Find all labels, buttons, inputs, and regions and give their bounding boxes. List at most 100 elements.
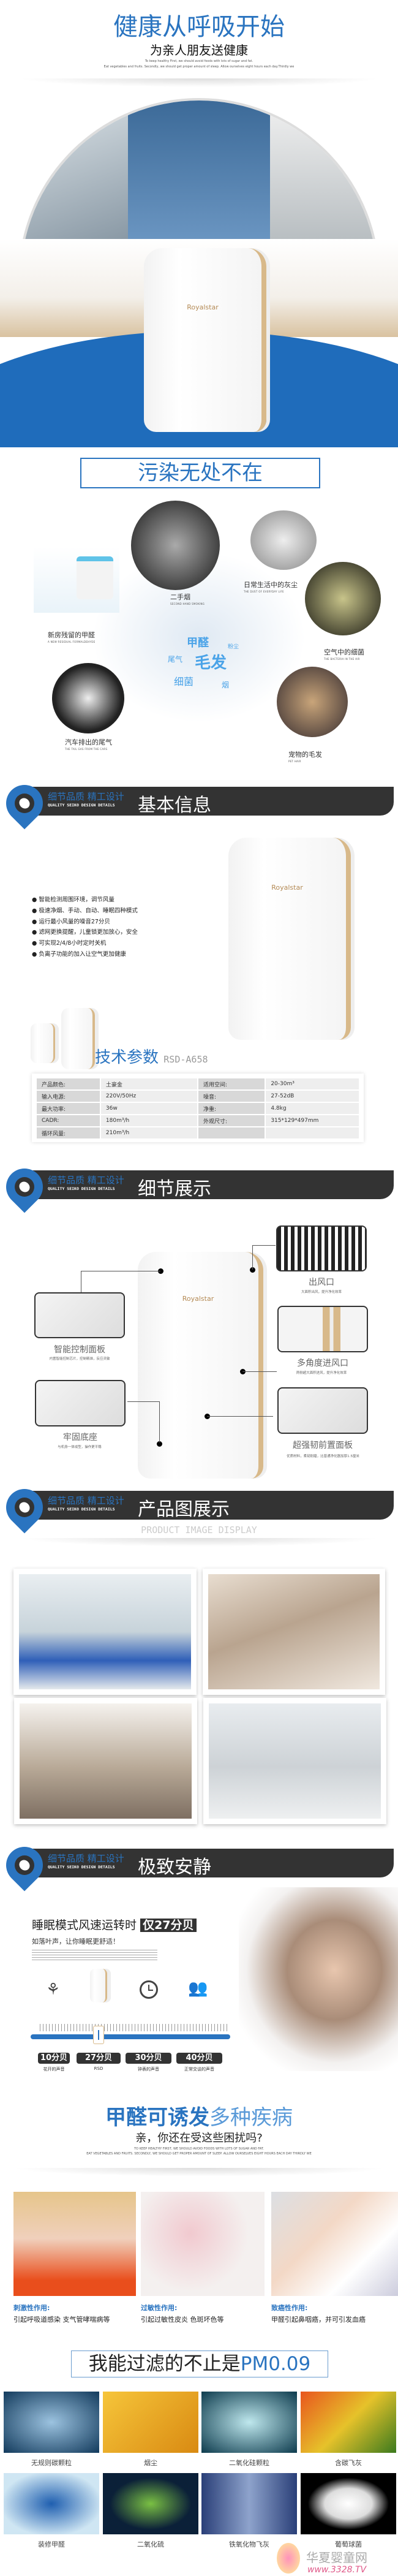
map-pin-icon — [0, 777, 51, 830]
effect-desc: 引起呼吸道感染 支气管哮喘病等 — [13, 2316, 110, 2324]
decibel-value: 30分贝 — [126, 2053, 171, 2064]
clock-icon — [140, 1980, 158, 1999]
front-panel-closeup — [277, 1387, 368, 1434]
spec-value: 36w — [100, 1103, 197, 1114]
spec-row: 产品颜色:土豪金适用空间:20-30m³ — [37, 1078, 359, 1089]
header-tagline-en: QUALITY SEIKO DESIGN DETAILS — [48, 803, 115, 808]
brand-logo: Royalstar — [182, 1295, 214, 1303]
filter-item-label: 烟尘 — [144, 2459, 157, 2467]
divider-shadow — [18, 78, 380, 87]
header-tagline-en: QUALITY SEIKO DESIGN DETAILS — [48, 1865, 115, 1869]
word-smoke: 烟 — [222, 681, 230, 689]
rose-icon: ⚘ — [46, 1980, 61, 1999]
detail-product-image: Royalstar — [138, 1252, 263, 1479]
section-title: 基本信息 — [138, 795, 211, 816]
gallery-photo-living-room — [14, 1698, 197, 1824]
filter-item-image — [201, 2392, 297, 2453]
control-panel-closeup — [34, 1292, 125, 1338]
filter-item-image — [301, 2473, 396, 2534]
word-exhaust: 尾气 — [168, 655, 183, 664]
hero-product-image: Royalstar — [144, 248, 266, 432]
feature-item: ● 滤网更换提醒，儿童锁更加放心，安全 — [32, 929, 138, 936]
decibel-label: 正常交谈的声音 — [184, 2067, 214, 2072]
source-label: 空气中的细菌 — [324, 648, 364, 656]
divider-shadow — [18, 1538, 380, 1547]
header-tagline-en: QUALITY SEIKO DESIGN DETAILS — [48, 1507, 115, 1512]
irritation-photo — [13, 2192, 136, 2296]
header-tagline-en: QUALITY SEIKO DESIGN DETAILS — [48, 1186, 115, 1191]
feature-item: ● 极速净烟、手动、自动、睡眠四种模式 — [32, 907, 138, 914]
gallery-photo-tv-room — [203, 1698, 386, 1824]
source-sub: A NEW RESIDUAL FORMALDEHYDE — [48, 640, 96, 643]
hero-english-2: Eat vegetables and fruits. Secondly, we … — [103, 65, 295, 69]
spec-value: 27-52dB — [266, 1091, 359, 1102]
watermark-url: www.3328.TV — [307, 2565, 367, 2575]
model-number: RSD-A658 — [163, 1054, 208, 1065]
source-label: 二手烟 — [170, 593, 190, 601]
effect-item: 过敏性作用:引起过敏性皮炎 色斑坏色等 — [141, 2303, 266, 2324]
gallery-photo-living-room-blue — [13, 1569, 197, 1695]
spec-key: 外观尺寸: — [198, 1115, 265, 1126]
feature-item: ● 智能检测周围环境，调节风量 — [32, 896, 115, 903]
header-tagline: 细节品质 精工设计 — [48, 1853, 124, 1864]
decibel-value: 10分贝 — [38, 2053, 70, 2064]
decibel-label: 花开的声音 — [43, 2067, 65, 2072]
source-sub: THE TAIL GAS FROM THE CARS — [65, 748, 108, 751]
spec-value: 220V/50Hz — [100, 1091, 197, 1102]
filter-item-label: 铁氧化物飞灰 — [229, 2540, 269, 2548]
source-sub: THE DUST OF EVERYDAY LIFE — [244, 590, 284, 593]
effect-title: 致癌性作用: — [271, 2304, 308, 2312]
hero-banner: Royalstar — [0, 92, 398, 447]
watermark-logo-icon — [277, 2543, 300, 2574]
spec-key: CADR: — [37, 1115, 100, 1126]
header-tagline: 细节品质 精工设计 — [48, 1175, 124, 1186]
source-sub: SECOND HAND SMOKING — [170, 602, 205, 605]
cat-image — [277, 667, 348, 737]
product-thumb — [31, 1023, 55, 1063]
word-bacteria: 细菌 — [174, 676, 194, 688]
effect-item: 刺激性作用: 引起呼吸道感染 支气管哮喘病等 — [13, 2303, 139, 2324]
decibel-level: 40分贝正常交谈的声音 — [176, 2053, 222, 2077]
quiet-headline: 睡眠模式风速运转时 仅27分贝 — [32, 1916, 197, 1933]
detail-desc: 内置智能控制芯片，控制精准，反应灵敏 — [49, 1357, 110, 1361]
source-label: 宠物的毛发 — [288, 751, 322, 759]
quiet-fine-print — [32, 1950, 157, 1961]
spec-title: 技术参数 RSD-A658 — [95, 1048, 208, 1067]
spec-key: 噪音: — [198, 1091, 265, 1102]
section-title: 极致安静 — [138, 1857, 211, 1878]
decibel-scale-bar — [31, 2034, 230, 2039]
spec-key: 输入电源: — [37, 1091, 100, 1102]
spec-key — [198, 1127, 265, 1138]
quiet-highlight: 仅27分贝 — [140, 1919, 197, 1932]
spec-value: 180m³/h — [100, 1115, 197, 1126]
header-tagline: 细节品质 精工设计 — [48, 791, 124, 802]
effect-title: 刺激性作用: — [13, 2304, 50, 2312]
filter-item-label: 含碳飞灰 — [335, 2459, 362, 2467]
dust-image — [250, 510, 317, 570]
spec-key: 循环风量: — [37, 1127, 100, 1138]
source-label: 汽车排出的尾气 — [65, 738, 112, 746]
detail-desc: 优质材料，柔韧耐磨，比普通净化器加厚1.5厘米 — [287, 1455, 359, 1458]
filter-item-label: 二氧化硫 — [137, 2540, 164, 2548]
section-header-detail: 细节品质 精工设计 QUALITY SEIKO DESIGN DETAILS 细… — [0, 1161, 398, 1213]
detail-desc: 大面积出风，提升净化效率 — [301, 1290, 342, 1294]
gallery-photo-staircase — [203, 1569, 385, 1695]
word-hair: 毛发 — [195, 654, 227, 672]
section-title: 细节展示 — [138, 1178, 211, 1200]
spec-value: 4.8kg — [266, 1103, 359, 1114]
detail-desc: 与机身一体成型，操作更平稳 — [58, 1445, 102, 1449]
spec-value: 210m³/h — [100, 1127, 197, 1138]
decibel-ruler — [40, 2024, 228, 2031]
map-pin-icon — [0, 1839, 51, 1892]
effect-title: 过敏性作用: — [141, 2304, 178, 2312]
disease-title: 甲醛可诱发多种疾病 — [105, 2105, 293, 2130]
people-icon: 👥 — [188, 1979, 208, 1998]
section-title: 产品图展示 — [138, 1499, 230, 1520]
divider-shadow — [12, 2168, 386, 2176]
hero-subtitle: 为亲人朋友送健康 — [150, 43, 248, 58]
spec-key: 最大功率: — [37, 1103, 100, 1114]
effect-desc: 甲醛引起鼻咽癌，并可引发血癌 — [271, 2316, 366, 2324]
word-dust: 粉尘 — [228, 644, 239, 650]
